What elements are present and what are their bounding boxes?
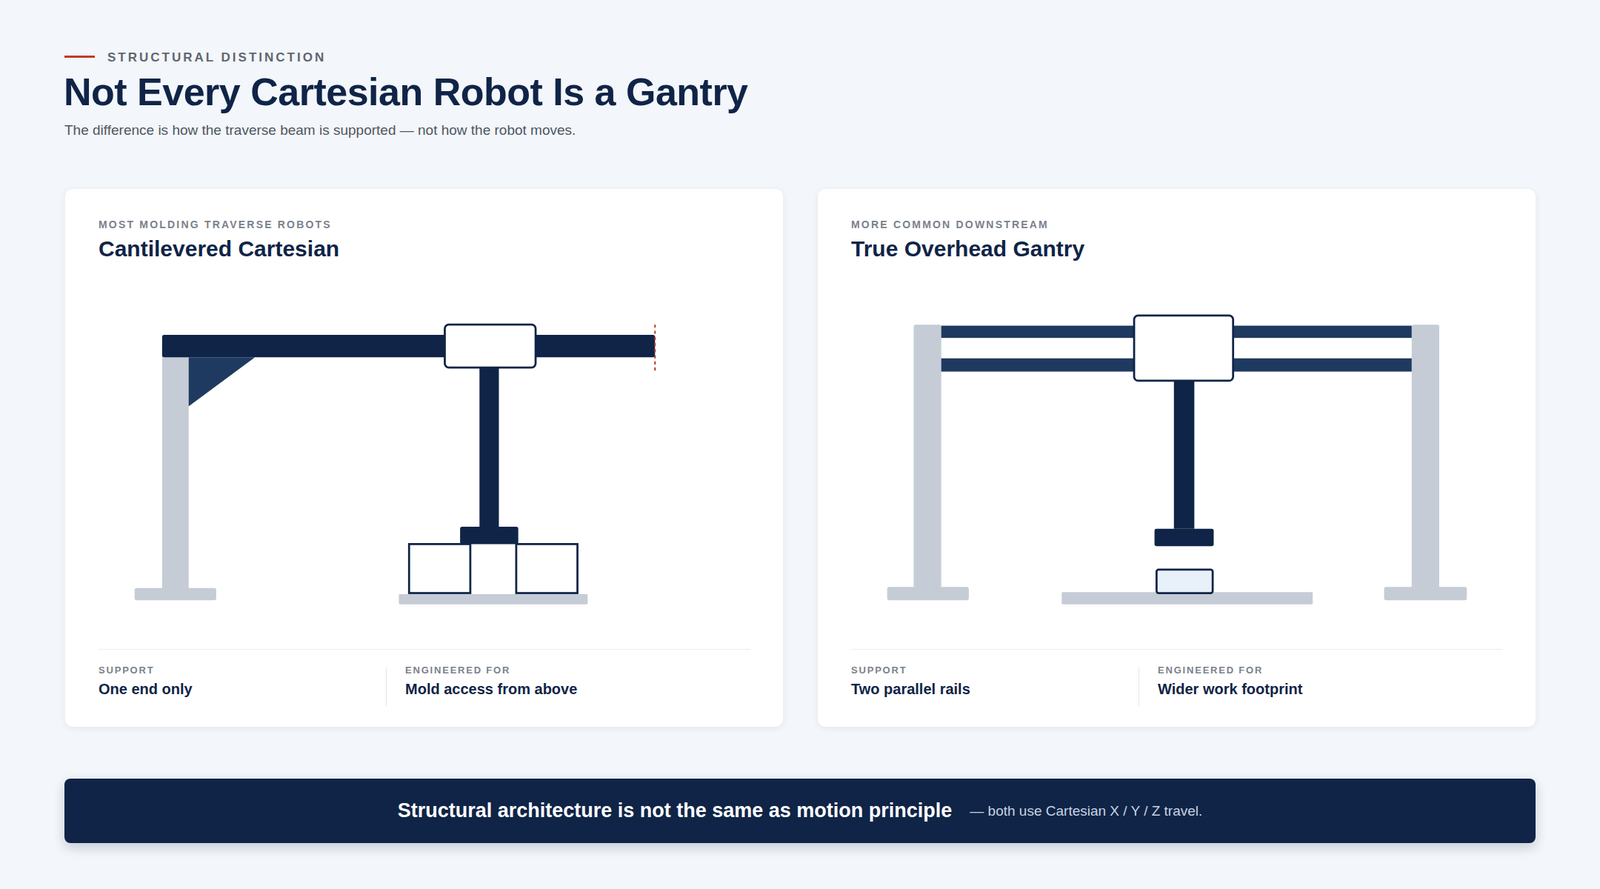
accent-dash bbox=[64, 55, 95, 58]
cantilever-illustration bbox=[65, 188, 783, 727]
spec-label: ENGINEERED FOR bbox=[1157, 664, 1263, 676]
column-divider bbox=[385, 667, 387, 706]
page-title: Not Every Cartesian Robot Is a Gantry bbox=[63, 69, 749, 115]
card-divider bbox=[851, 648, 1503, 650]
card-title: Cantilevered Cartesian bbox=[98, 236, 340, 262]
spec-label: ENGINEERED FOR bbox=[405, 664, 511, 676]
summary-banner: Structural architecture is not the same … bbox=[64, 778, 1536, 843]
comparison-card: MOST MOLDING TRAVERSE ROBOTS Cantilevered… bbox=[65, 188, 783, 727]
spec-value: Wider work footprint bbox=[1157, 680, 1303, 698]
banner-note: — both use Cartesian X / Y / Z travel. bbox=[969, 802, 1203, 820]
spec-value: Mold access from above bbox=[405, 680, 578, 698]
spec-value: Two parallel rails bbox=[851, 680, 971, 698]
card-eyebrow: MOST MOLDING TRAVERSE ROBOTS bbox=[98, 218, 332, 231]
gantry-illustration bbox=[817, 188, 1536, 727]
eyebrow-label: STRUCTURAL DISTINCTION bbox=[107, 50, 326, 66]
card-eyebrow: MORE COMMON DOWNSTREAM bbox=[851, 218, 1049, 231]
comparison-card: MORE COMMON DOWNSTREAM True Overhead Gant… bbox=[817, 188, 1536, 727]
card-divider bbox=[98, 648, 751, 650]
card-title: True Overhead Gantry bbox=[851, 236, 1085, 262]
column-divider bbox=[1138, 667, 1140, 706]
spec-value: One end only bbox=[98, 680, 193, 698]
spec-label: SUPPORT bbox=[98, 664, 155, 676]
spec-label: SUPPORT bbox=[851, 664, 907, 676]
page-subtitle: The difference is how the traverse beam … bbox=[64, 122, 576, 139]
banner-text: Structural architecture is not the same … bbox=[397, 799, 953, 823]
